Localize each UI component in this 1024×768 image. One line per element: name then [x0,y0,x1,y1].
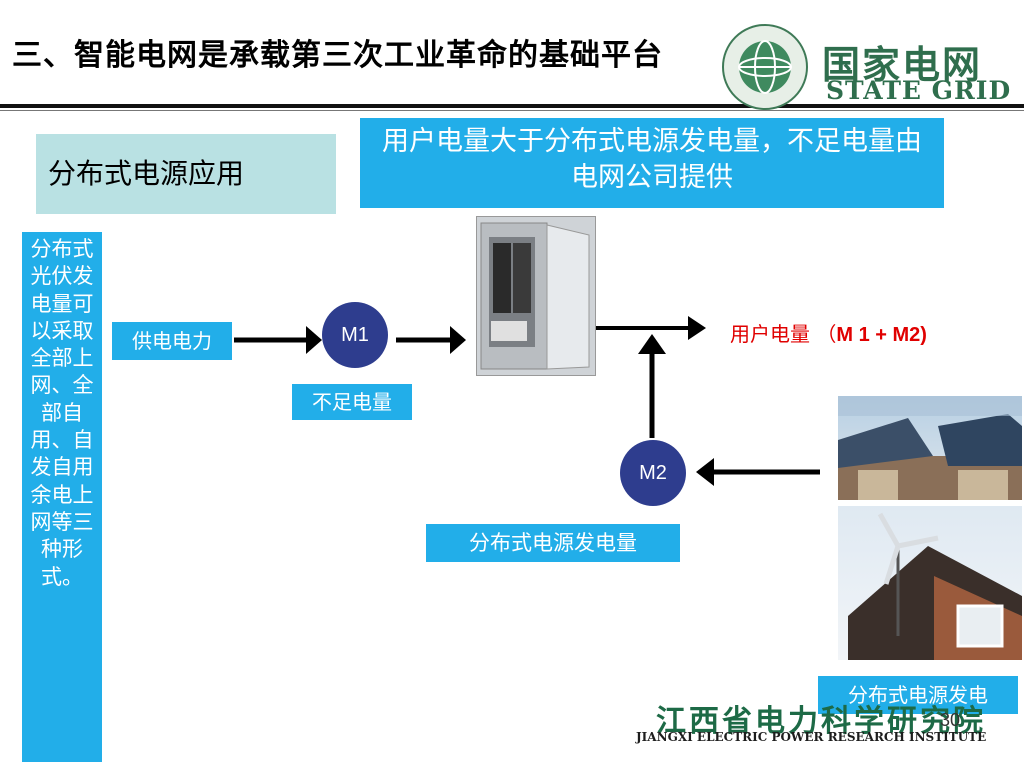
state-grid-logo-en: STATE GRID [826,76,1012,105]
dg-generation-label-bottom: 分布式电源发电 [818,676,1018,714]
title-divider-thin [0,110,1024,111]
electrical-panel-image [476,216,596,376]
supply-power-label: 供电电力 [112,322,232,360]
user-consumption-text: 用户电量 （ [730,322,837,346]
page-number: 30 [940,710,961,730]
institute-name-en: JIANGXI ELECTRIC POWER RESEARCH INSTITUT… [636,730,987,744]
m1-meter-node: M1 [322,302,388,368]
m2-meter-node: M2 [620,440,686,506]
user-consumption-formula: M 1 + M2) [836,324,927,346]
wind-turbine-house-image [838,506,1022,660]
shortfall-label: 不足电量 [292,384,412,420]
solar-roof-image [838,396,1022,500]
state-grid-globe-icon [722,24,808,110]
title-divider [0,104,1024,108]
slide-title: 三、智能电网是承载第三次工业革命的基础平台 [12,38,663,73]
user-consumption-label: 用户电量 （M 1 + M2) [730,318,927,347]
dg-generation-label: 分布式电源发电量 [426,524,680,562]
pv-modes-description: 分布式光伏发电量可以采取全部上网、全部自用、自发自用余电上网等三种形式。 [22,232,102,762]
subject-label: 分布式电源应用 [36,134,336,214]
institute-name-cn: 江西省电力科学研究院 [656,704,986,739]
note-box: 用户电量大于分布式电源发电量，不足电量由电网公司提供 [360,118,944,208]
state-grid-logo-cn: 国家电网 [822,43,983,87]
